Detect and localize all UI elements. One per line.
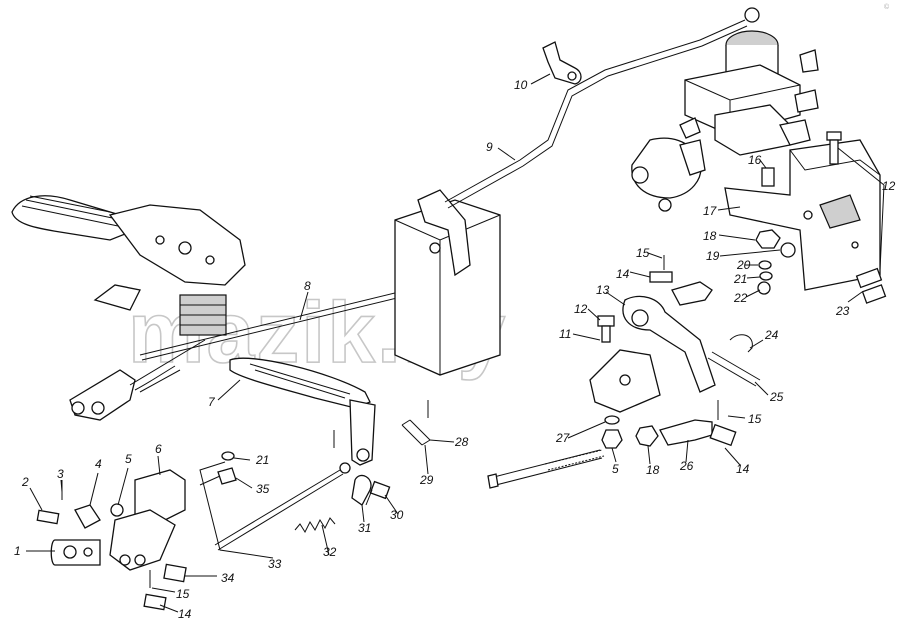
callout-18-right: 18 [703, 229, 717, 243]
callout-31: 31 [358, 521, 371, 535]
callout-12-right: 12 [882, 179, 896, 193]
bolt-35 [217, 467, 237, 485]
bolt-16 [761, 167, 775, 187]
callout-17: 17 [703, 204, 718, 218]
nut-5-right [601, 429, 623, 449]
pin-14-bottomright [709, 423, 737, 447]
pin-14-left [143, 593, 167, 611]
bush-30 [369, 480, 391, 500]
pin-14-right [649, 271, 673, 283]
callout-7: 7 [208, 395, 216, 409]
washer-27 [604, 415, 620, 425]
callout-6: 6 [155, 442, 162, 456]
bolt-23 [855, 267, 887, 304]
callout-22: 22 [733, 291, 748, 305]
callout-3: 3 [57, 467, 64, 481]
callout-19: 19 [706, 249, 720, 263]
callout-21-right: 21 [733, 272, 747, 286]
mounting-box [394, 189, 501, 376]
bolt-12-top [826, 131, 842, 165]
callout-11: 11 [559, 327, 571, 341]
callout-21-left: 21 [255, 453, 269, 467]
callout-14-left: 14 [178, 607, 192, 621]
spring-32 [294, 517, 336, 534]
clip-24 [729, 334, 753, 353]
washer-21-left [221, 451, 235, 461]
callout-25: 25 [769, 390, 784, 404]
bracket-17 [724, 139, 881, 291]
callout-20: 20 [736, 258, 751, 272]
callout-9: 9 [486, 140, 493, 154]
callout-35: 35 [256, 482, 270, 496]
callout-30: 30 [390, 508, 404, 522]
callout-10: 10 [514, 78, 528, 92]
valve-assembly [631, 30, 819, 212]
link-31 [351, 474, 372, 506]
washer-21-right [759, 271, 773, 281]
leader-lines [26, 73, 885, 613]
callout-15-bottomright: 15 [748, 412, 762, 426]
clevis-26 [659, 419, 713, 446]
callout-2: 2 [21, 475, 29, 489]
callout-4: 4 [95, 457, 102, 471]
clutch-pedal [229, 357, 376, 466]
callout-1: 1 [14, 544, 21, 558]
bolt-12-middle [597, 315, 615, 343]
callout-18-bottom: 18 [646, 463, 660, 477]
washer-19 [780, 242, 796, 258]
brake-pedal-assembly [11, 195, 246, 421]
threaded-rod [487, 449, 605, 489]
pin-25 [707, 351, 761, 387]
corner-mark: © [884, 3, 890, 11]
rod-28 [401, 419, 431, 446]
rod-33 [214, 469, 344, 551]
nut-18 [755, 229, 781, 249]
callout-14-bottomright: 14 [736, 462, 750, 476]
callout-5-left: 5 [125, 452, 132, 466]
callout-13: 13 [596, 283, 610, 297]
callout-27: 27 [555, 431, 571, 445]
callout-15-right: 15 [636, 246, 650, 260]
clevis-upper [671, 281, 713, 306]
callout-14-right: 14 [616, 267, 630, 281]
callout-labels: 1 2 3 4 5 6 7 8 9 10 11 12 12 13 14 14 1… [14, 78, 896, 621]
main-rod [139, 281, 441, 356]
callout-33: 33 [268, 557, 282, 571]
nut-18-bottom [635, 425, 659, 447]
callout-5-right: 5 [612, 462, 619, 476]
pin-34 [163, 563, 187, 583]
bracket-6 [109, 469, 186, 571]
callout-26: 26 [679, 459, 694, 473]
callout-8: 8 [304, 279, 311, 293]
pin-group-left [36, 480, 124, 566]
long-rod-9 [444, 19, 746, 203]
washer-20 [758, 260, 772, 270]
callout-29: 29 [419, 473, 434, 487]
callout-16: 16 [748, 153, 762, 167]
callout-24: 24 [764, 328, 779, 342]
callout-32: 32 [323, 545, 337, 559]
nut-22 [757, 281, 771, 295]
callout-23: 23 [835, 304, 850, 318]
callout-15-left: 15 [176, 587, 190, 601]
callout-28: 28 [454, 435, 469, 449]
callout-34: 34 [221, 571, 235, 585]
callout-12-middle: 12 [574, 302, 588, 316]
